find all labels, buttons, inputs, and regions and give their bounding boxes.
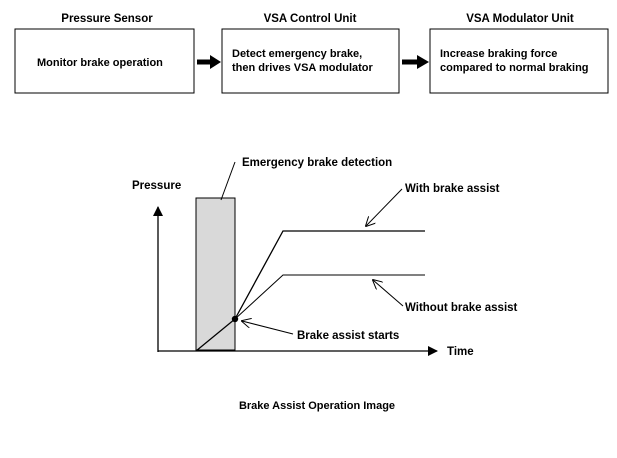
step-1-heading: Pressure Sensor xyxy=(61,13,153,25)
detection-band xyxy=(195,197,236,351)
step-2-line-2: then drives VSA modulator xyxy=(232,62,374,74)
flow-arrow-1 xyxy=(197,55,221,69)
detection-label: Emergency brake detection xyxy=(242,157,392,169)
step-2-box xyxy=(221,28,400,94)
flow-arrow-2 xyxy=(402,55,429,69)
with-assist-leader xyxy=(366,188,403,226)
step-2-heading: VSA Control Unit xyxy=(264,13,357,25)
without-assist-label: Without brake assist xyxy=(405,302,518,314)
step-3-line-1: Increase braking force xyxy=(440,48,557,60)
with-assist-curve xyxy=(195,230,425,352)
assist-start-label: Brake assist starts xyxy=(297,330,399,342)
diagram-caption: Brake Assist Operation Image xyxy=(239,400,395,412)
without-assist-leader xyxy=(373,280,404,307)
assist-start-leader xyxy=(242,321,294,335)
without-assist-curve xyxy=(234,274,425,320)
x-axis-label: Time xyxy=(447,346,474,358)
assist-start-point xyxy=(231,315,239,323)
step-3-box xyxy=(429,28,609,94)
detection-leader xyxy=(220,161,236,201)
with-assist-label: With brake assist xyxy=(405,183,500,195)
step-1-line-1: Monitor brake operation xyxy=(37,57,163,69)
step-1-box xyxy=(14,28,195,94)
step-2-line-1: Detect emergency brake, xyxy=(232,48,362,60)
y-axis-label: Pressure xyxy=(132,180,181,192)
step-3-line-2: compared to normal braking xyxy=(440,62,589,74)
step-3-heading: VSA Modulator Unit xyxy=(466,13,574,25)
